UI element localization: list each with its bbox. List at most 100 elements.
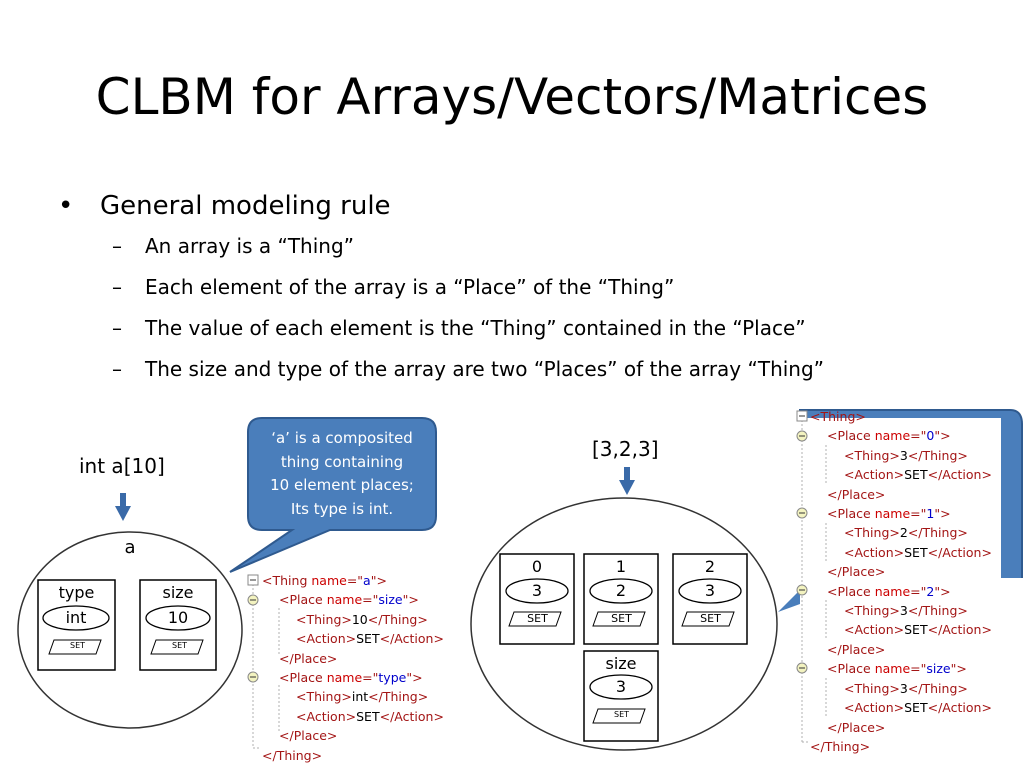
action-label: SET [613,710,630,719]
xml-token: > [940,583,951,599]
callout-line: thing containing [280,452,404,471]
xml-token: > [874,719,886,735]
xml-token: < [279,670,290,686]
action-parallelogram [592,708,646,724]
xml-token: > [981,467,992,483]
xml-token: > [874,641,886,657]
xml-token: name [874,506,911,522]
xml-token: SET [356,708,380,724]
xml-line: </Thing> [810,737,992,756]
bullet-dot: • [58,191,74,221]
sub-bullet-dash: – [112,357,122,381]
xml-token: > [889,603,900,619]
xml-token: > [326,650,338,666]
xml-line: <Place name="2"> [827,583,951,599]
xml-token: > [417,611,428,627]
xml-token: </ [279,650,294,666]
value-oval [145,605,211,631]
xml-token: 3 [899,447,908,463]
xml-token: </ [262,747,277,763]
array-value-label: [3,2,3] [592,437,659,461]
collapse-icon [796,430,808,442]
xml-token: > [893,467,905,483]
action-parallelogram [592,611,646,627]
thing-name: a [124,537,136,558]
xml-token: name [326,592,363,608]
xml-token: SET [904,700,928,716]
xml-token: Place [293,650,327,666]
xml-line: </Place> [810,562,992,581]
collapse-icon [796,584,808,596]
xml-line: <Action>SET</Action> [810,620,992,639]
action-label: SET [527,612,548,625]
xml-token: </ [927,544,943,560]
xml-token: < [844,525,855,541]
sub-bullet-dash: – [112,275,122,299]
place-name: type [58,583,95,602]
xml-token: > [433,708,444,724]
sub-bullet-dash: – [112,316,122,340]
value-oval [589,578,653,604]
xml-token: name [874,428,911,444]
xml-token: Place [841,486,875,502]
xml-token: < [827,583,838,599]
action-parallelogram [48,639,102,655]
xml-token: name [874,661,911,677]
xml-token: > [341,689,352,705]
xml-token: 0 [926,428,935,444]
xml-token: Action [854,700,894,716]
xml-panel-cutout [795,418,1001,578]
xml-token: > [874,486,886,502]
sub-bullet: – An array is a “Thing” [58,226,824,267]
place-value: 3 [704,581,716,600]
collapse-icon [796,410,808,422]
sub-bullet-text: The value of each element is the “Thing”… [145,316,806,340]
declaration-label: int a[10] [79,454,165,478]
xml-token: > [376,573,387,588]
bullet-list: • General modeling rule – An array is a … [58,186,824,390]
callout-line: Its type is int. [290,499,394,518]
xml-token: > [889,447,900,463]
xml-token: name [326,670,363,686]
xml-token: </ [907,680,923,696]
xml-line: <Thing>3</Thing> [810,679,992,698]
action-parallelogram [150,639,204,655]
xml-line: <Place name="0"> [827,428,951,444]
place-value: 3 [531,581,543,600]
xml-token: > [957,525,968,541]
xml-line: <Action>SET</Action> [262,707,444,726]
collapse-icon [796,662,808,674]
collapse-icon [796,507,808,519]
xml-token: < [844,447,855,463]
xml-line: </Place> [810,718,992,737]
sub-bullet: – The value of each element is the “Thin… [58,308,824,349]
xml-token: 2 [899,525,908,541]
xml-token: </ [927,622,943,638]
xml-token: > [889,680,900,696]
xml-token: Action [394,708,434,724]
value-oval [678,578,742,604]
xml-token: </ [907,603,923,619]
xml-token: > [417,689,429,705]
xml-token: Place [289,592,323,608]
xml-line: <Thing>3</Thing> [810,446,992,465]
xml-token: Thing [922,680,958,696]
xml-token: > [345,708,357,724]
xml-token: > [940,428,951,444]
xml-token: Action [306,708,346,724]
xml-token: size [378,592,403,608]
xml-token: Thing [854,447,890,463]
xml-token: > [855,409,866,424]
place-value: int [65,608,87,627]
xml-token: </ [279,728,294,744]
action-parallelogram [508,611,562,627]
xml-token: > [859,738,871,754]
xml-token: < [262,573,273,588]
xml-line: </Thing> [262,746,444,765]
xml-token: SET [904,544,928,560]
xml-token: Thing [276,747,312,763]
xml-token: Place [293,728,327,744]
xml-token: < [844,467,855,483]
down-arrow-icon [115,493,131,521]
xml-token: > [956,661,967,677]
